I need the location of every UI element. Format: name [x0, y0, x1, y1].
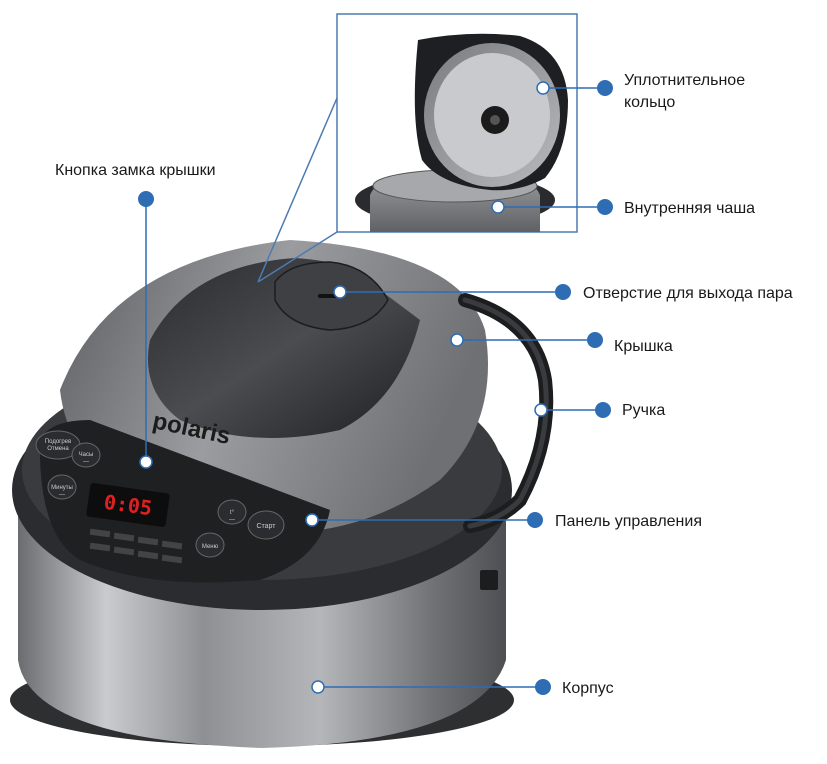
panel-button-start[interactable]: Старт — [247, 510, 285, 540]
panel-button-minutes-label: Минуты— — [51, 485, 73, 498]
dot-handle — [595, 402, 611, 418]
label-steam-vent: Отверстие для выхода пара — [583, 285, 793, 302]
point-lid — [450, 333, 464, 347]
program-grid — [89, 528, 183, 564]
dot-control-panel — [527, 512, 543, 528]
side-latch — [480, 570, 498, 590]
inset-open-lid — [336, 13, 578, 233]
label-control-panel: Панель управления — [555, 513, 702, 530]
panel-button-menu-label: Меню — [202, 544, 219, 550]
point-seal-ring — [536, 81, 550, 95]
point-steam-vent — [333, 285, 347, 299]
label-lid-lock-button: Кнопка замка крышки — [55, 162, 216, 179]
dot-inner-bowl — [597, 199, 613, 215]
panel-button-minutes[interactable]: Минуты— — [47, 474, 77, 500]
handle-highlight — [462, 297, 549, 529]
label-body: Корпус — [562, 680, 614, 697]
dot-body — [535, 679, 551, 695]
panel-button-start-label: Старт — [256, 523, 276, 530]
dot-lid-lock-button — [138, 191, 154, 207]
dot-lid — [587, 332, 603, 348]
steam-vent-slot — [318, 294, 338, 298]
control-panel-face — [39, 420, 331, 583]
label-inner-bowl: Внутренняя чаша — [624, 200, 756, 217]
dot-seal-ring — [597, 80, 613, 96]
point-handle — [534, 403, 548, 417]
display-screen — [86, 482, 170, 528]
dot-steam-vent — [555, 284, 571, 300]
point-body — [311, 680, 325, 694]
point-lid-lock-button — [139, 455, 153, 469]
point-inner-bowl — [491, 200, 505, 214]
panel-button-hours[interactable]: Часы— — [71, 442, 101, 468]
label-seal-ring: Уплотнительное кольцо — [624, 72, 746, 111]
point-control-panel — [305, 513, 319, 527]
panel-button-hours-label: Часы— — [79, 452, 94, 465]
inset-valve-center — [490, 115, 500, 125]
panel-button-menu[interactable]: Меню — [195, 532, 225, 558]
panel-button-temp[interactable]: t°— — [217, 499, 247, 525]
callout-markers — [138, 80, 613, 695]
panel-button-temp-label: t°— — [229, 510, 235, 523]
label-handle: Ручка — [622, 402, 666, 419]
label-lid: Крышка — [614, 338, 673, 355]
inset-connectors — [257, 97, 338, 283]
callout-leaders — [145, 87, 605, 688]
